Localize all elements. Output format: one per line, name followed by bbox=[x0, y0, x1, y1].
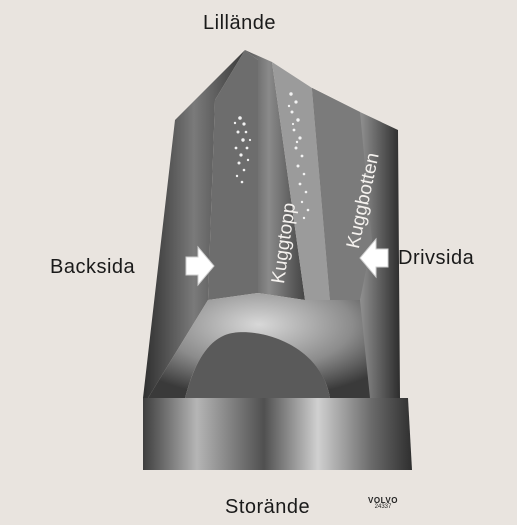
volvo-logo: VOLVO 24337 bbox=[366, 496, 400, 510]
base-block bbox=[143, 398, 412, 470]
small-end-label: Lillände bbox=[203, 12, 276, 35]
back-side-label: Backsida bbox=[50, 256, 135, 279]
drive-side-label: Drivsida bbox=[398, 247, 474, 270]
large-end-label: Storände bbox=[225, 496, 310, 519]
